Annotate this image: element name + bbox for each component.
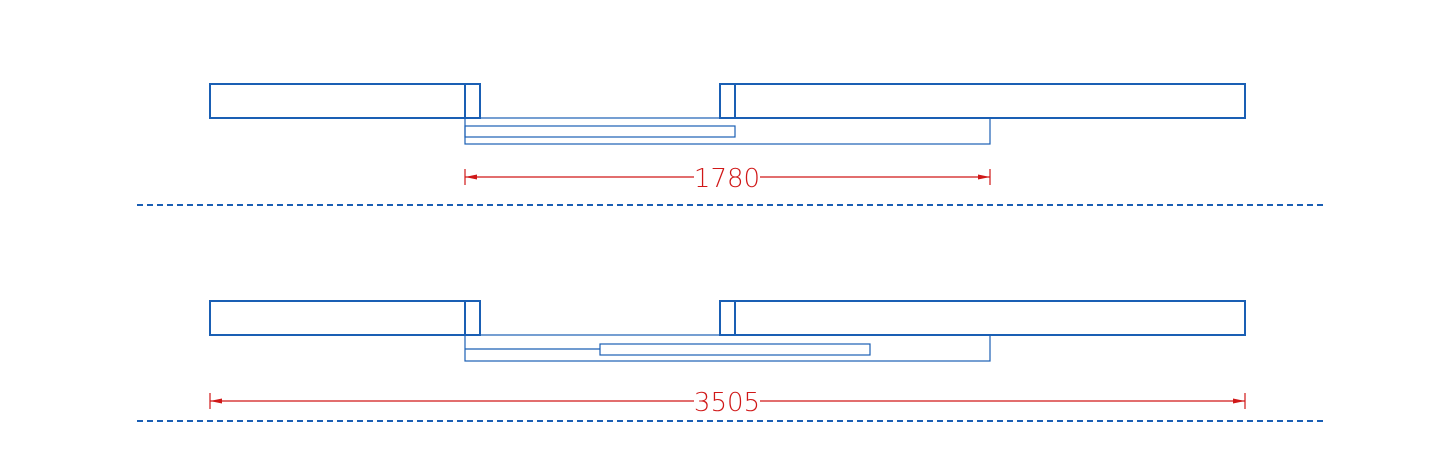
left-wall bbox=[209, 300, 481, 336]
track-housing bbox=[464, 334, 991, 362]
dimension-label: 1780 bbox=[694, 164, 760, 194]
dimension-lower: 3505 bbox=[209, 386, 1246, 418]
left-wall bbox=[209, 83, 481, 119]
door-panel bbox=[599, 343, 871, 356]
dimension-label: 3505 bbox=[694, 388, 760, 418]
upper-view: 1780 bbox=[209, 83, 1246, 194]
right-wall bbox=[719, 83, 1246, 119]
lower-view: 3505 bbox=[209, 300, 1246, 418]
arrowhead-left bbox=[210, 398, 222, 404]
arrowhead-right bbox=[1233, 398, 1245, 404]
arrowhead-right bbox=[978, 174, 990, 180]
track-housing bbox=[464, 117, 991, 145]
door-panel bbox=[464, 125, 736, 138]
dimension-upper: 1780 bbox=[464, 162, 991, 194]
right-wall bbox=[719, 300, 1246, 336]
arrowhead-left bbox=[465, 174, 477, 180]
